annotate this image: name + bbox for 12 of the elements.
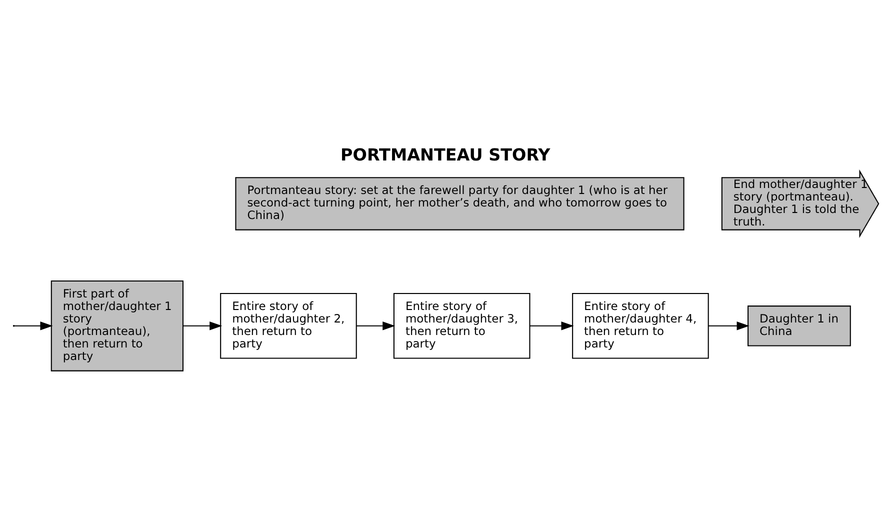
- arrow: [183, 322, 222, 330]
- arrow: [356, 322, 396, 330]
- node-box: First part of mother/daughter 1 story (portmanteau), then return to party: [50, 280, 184, 372]
- node-box: Portmanteau story: set at the farewell party for daughter 1 (who is at her second-act turning point, her mother’s death, and who tomorrow goes to China): [235, 177, 684, 230]
- diagram-title: PORTMANTEAU STORY: [340, 144, 550, 165]
- node-box: Entire story of mother/daughter 4, then return to party: [572, 293, 709, 359]
- arrow: [14, 322, 53, 330]
- node-box: Entire story of mother/daughter 3, then return to party: [393, 293, 530, 359]
- arrow: [530, 322, 574, 330]
- node-box: Entire story of mother/daughter 2, then return to party: [220, 293, 357, 359]
- arrow: [708, 322, 750, 330]
- node-box: Daughter 1 in China: [748, 306, 851, 346]
